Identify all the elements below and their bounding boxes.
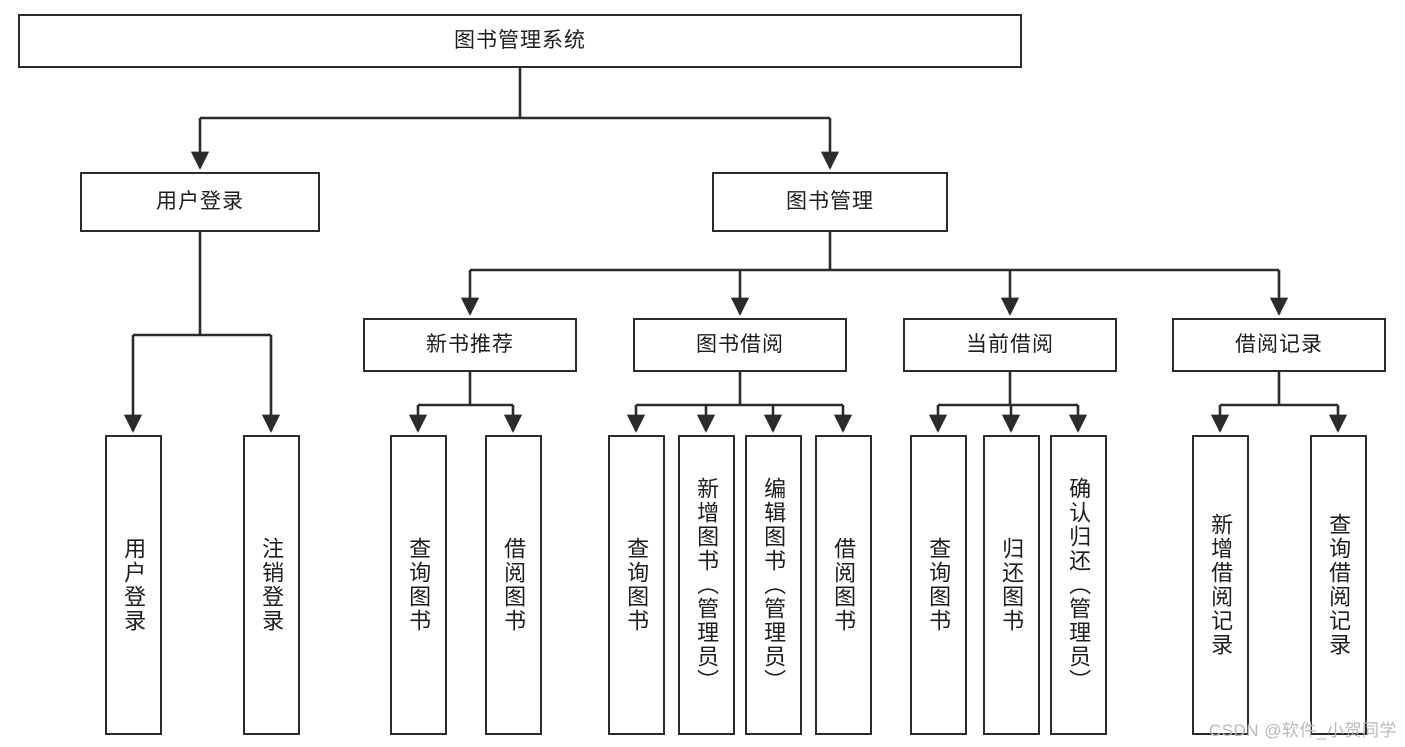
node-label: 查询图书	[926, 537, 952, 633]
leaf-current-borrow-return[interactable]: 归还图书	[983, 435, 1040, 735]
node-label: 借阅图书	[831, 537, 857, 633]
node-book-management[interactable]: 图书管理	[712, 172, 948, 232]
node-label: 借阅记录	[1235, 332, 1323, 356]
node-label: 图书管理系统	[454, 28, 586, 52]
csdn-watermark: CSDN @软件_小贺同学	[1208, 721, 1397, 740]
node-label: 注销登录	[259, 537, 285, 633]
node-borrow-record[interactable]: 借阅记录	[1172, 318, 1386, 372]
node-label: 查询图书	[624, 537, 650, 633]
node-label: 查询借阅记录	[1326, 513, 1352, 657]
node-label: 用户登录	[156, 189, 244, 213]
leaf-book-borrow-edit[interactable]: 编辑图书（管理员）	[745, 435, 802, 735]
node-label: 新增图书（管理员）	[694, 477, 720, 693]
node-book-borrow[interactable]: 图书借阅	[633, 318, 847, 372]
leaf-borrow-record-add[interactable]: 新增借阅记录	[1192, 435, 1249, 735]
leaf-user-login-logout[interactable]: 注销登录	[243, 435, 300, 735]
node-label: 确认归还（管理员）	[1066, 477, 1092, 693]
leaf-book-borrow-borrow[interactable]: 借阅图书	[815, 435, 872, 735]
node-label: 归还图书	[999, 537, 1025, 633]
node-root-system[interactable]: 图书管理系统	[18, 14, 1022, 68]
node-label: 查询图书	[406, 537, 432, 633]
node-label: 图书借阅	[696, 332, 784, 356]
node-label: 新书推荐	[426, 332, 514, 356]
leaf-new-book-borrow[interactable]: 借阅图书	[485, 435, 542, 735]
node-label: 新增借阅记录	[1208, 513, 1234, 657]
node-new-book-recommend[interactable]: 新书推荐	[363, 318, 577, 372]
leaf-book-borrow-query[interactable]: 查询图书	[608, 435, 665, 735]
node-label: 图书管理	[786, 189, 874, 213]
leaf-book-borrow-add[interactable]: 新增图书（管理员）	[678, 435, 735, 735]
node-current-borrow[interactable]: 当前借阅	[903, 318, 1117, 372]
leaf-current-borrow-confirm-return[interactable]: 确认归还（管理员）	[1050, 435, 1107, 735]
node-user-login[interactable]: 用户登录	[80, 172, 320, 232]
node-label: 编辑图书（管理员）	[761, 477, 787, 693]
node-label: 借阅图书	[501, 537, 527, 633]
node-label: 当前借阅	[966, 332, 1054, 356]
leaf-new-book-query[interactable]: 查询图书	[390, 435, 447, 735]
leaf-current-borrow-query[interactable]: 查询图书	[910, 435, 967, 735]
leaf-user-login-login[interactable]: 用户登录	[105, 435, 162, 735]
leaf-borrow-record-query[interactable]: 查询借阅记录	[1310, 435, 1367, 735]
node-label: 用户登录	[121, 537, 147, 633]
